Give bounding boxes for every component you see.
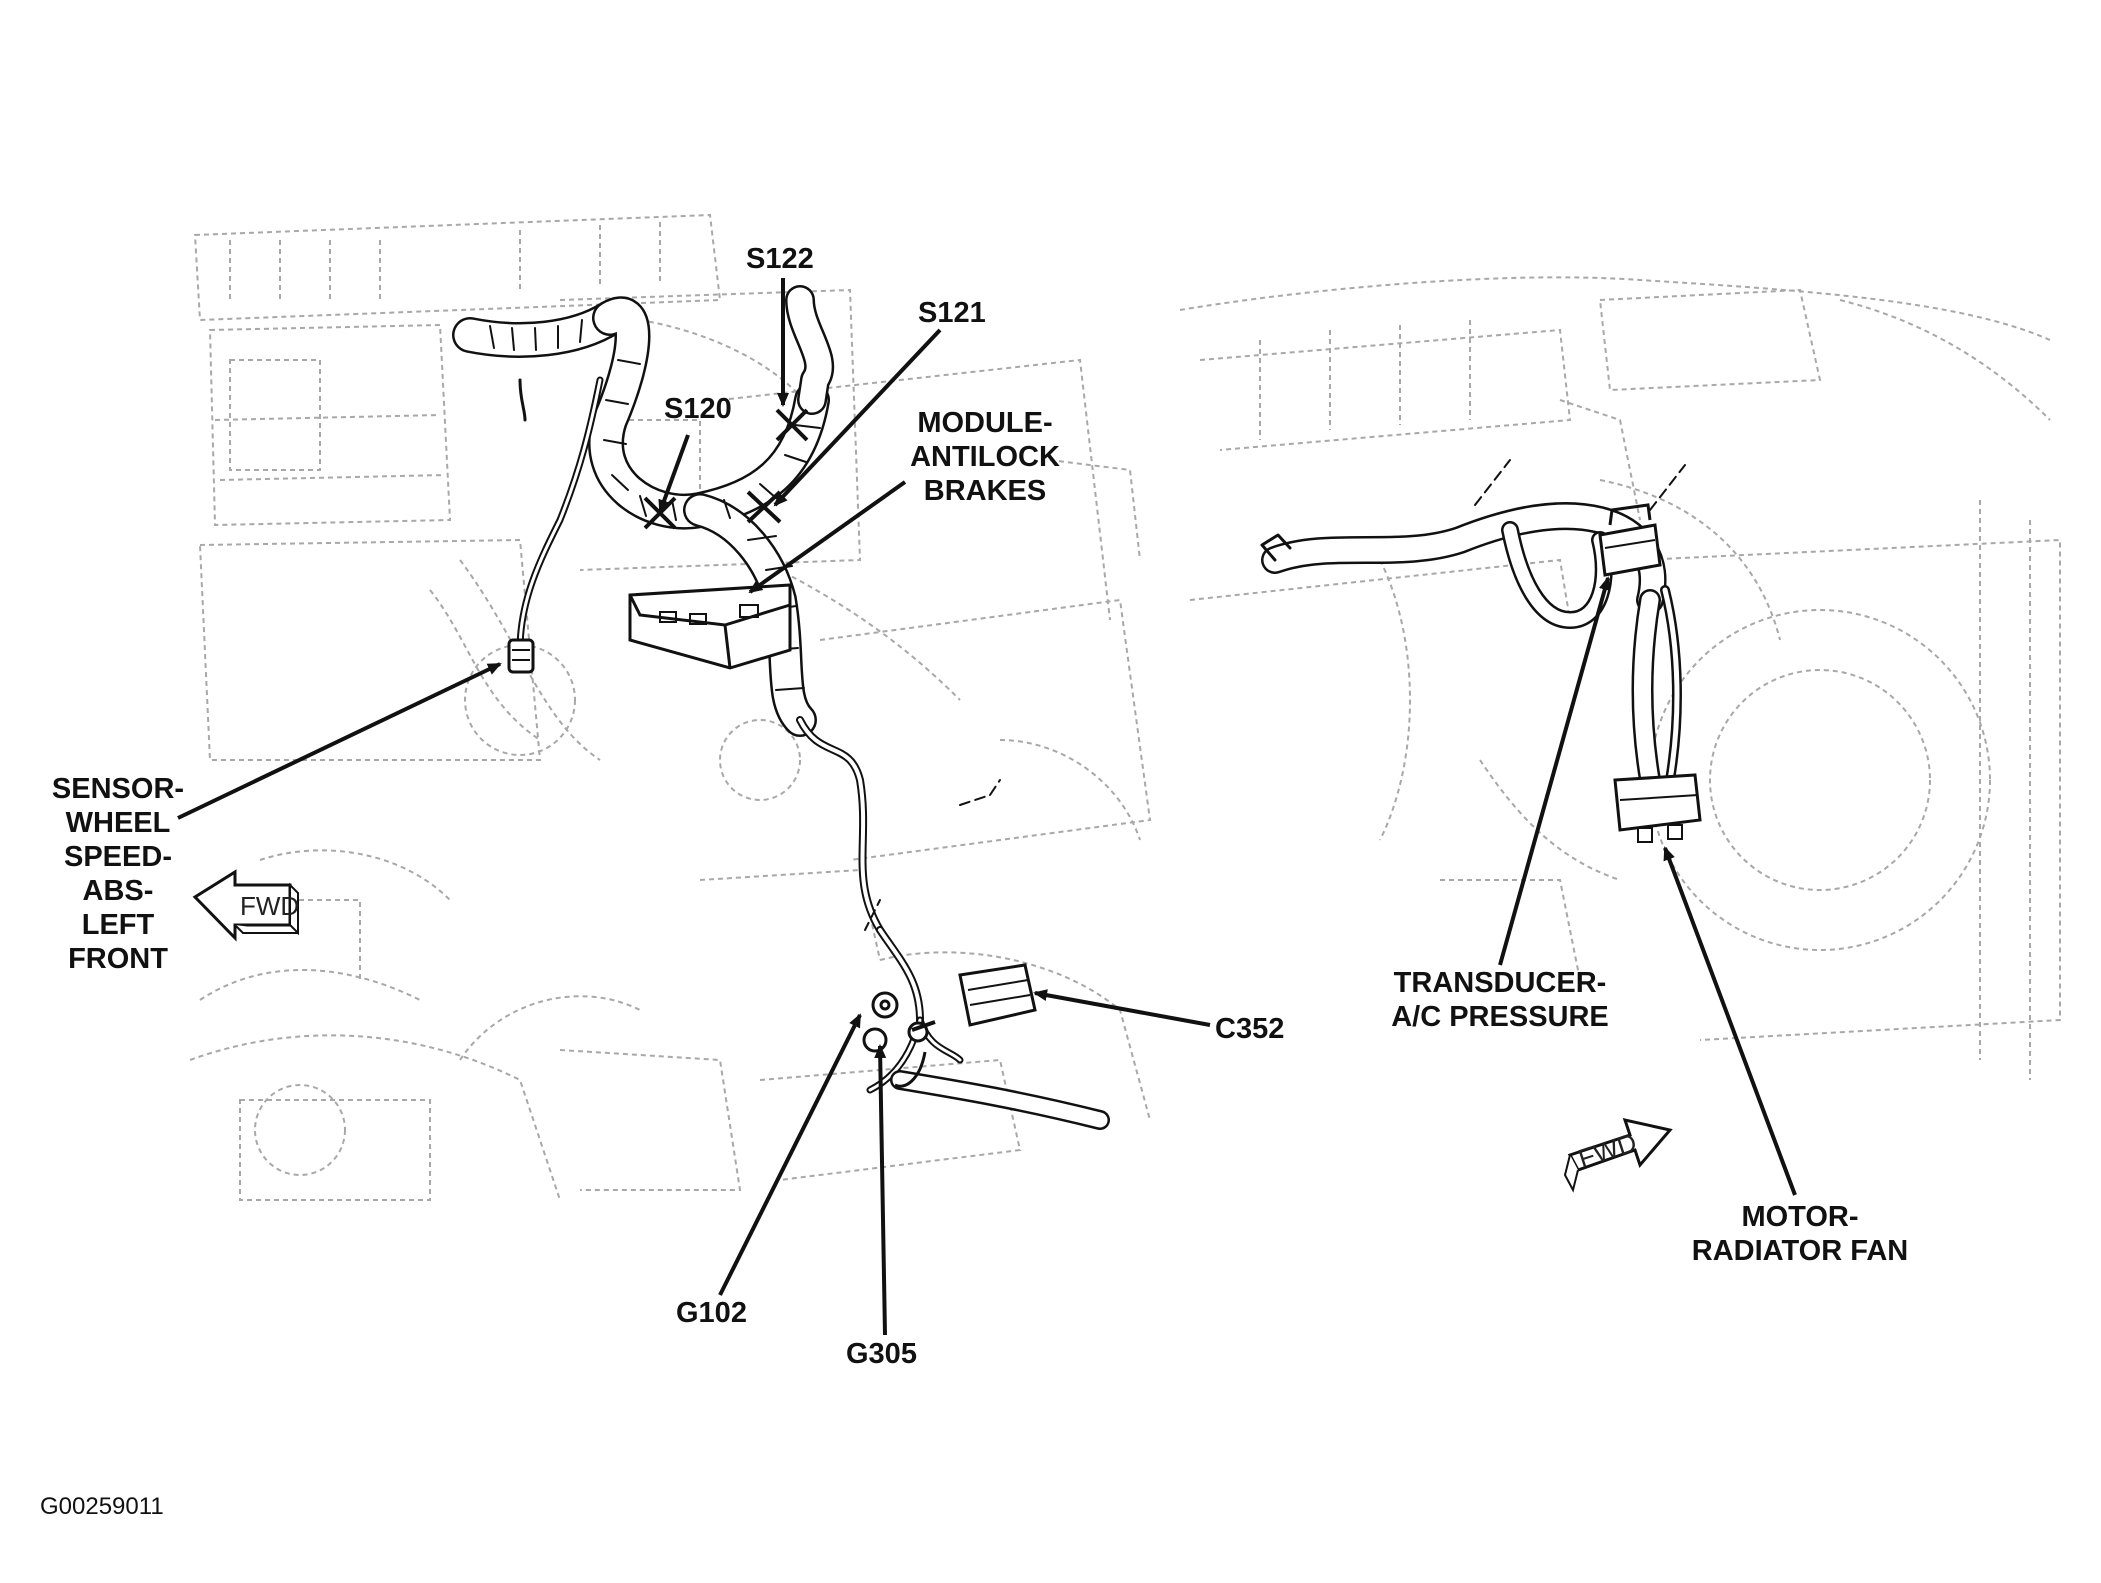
splice-s121-mark	[746, 490, 782, 524]
fwd-left-text: FWD	[240, 891, 299, 921]
leader-s121	[773, 328, 942, 507]
engine-background-left	[189, 213, 1152, 1201]
ac-pressure-transducer	[1598, 503, 1662, 577]
fwd-right-text: FWD	[1575, 1127, 1641, 1174]
leader-module-abs	[748, 480, 907, 594]
label-transducer-line-2: A/C PRESSURE	[1391, 1001, 1609, 1033]
leader-transducer	[1498, 576, 1611, 966]
leader-radiator-fan	[1663, 846, 1797, 1196]
label-module-abs-line-2: ANTILOCK	[910, 441, 1060, 473]
leader-g305	[874, 1044, 887, 1336]
fwd-arrow-right: FWD	[1563, 1117, 1673, 1193]
label-sensor-line-6: FRONT	[68, 943, 168, 975]
label-sensor-line-4: ABS-	[82, 875, 154, 907]
label-fan-line-2: RADIATOR FAN	[1691, 1235, 1909, 1267]
label-sensor-line-2: WHEEL	[65, 807, 171, 839]
label-ac-transducer: TRANSDUCER- A/C PRESSURE	[1380, 966, 1620, 1034]
abs-module	[628, 583, 792, 670]
label-fan-line-1: MOTOR-	[1741, 1201, 1859, 1233]
leader-g102	[718, 1013, 862, 1296]
leader-c352	[1033, 989, 1211, 1027]
leader-lines	[177, 278, 1797, 1336]
label-c352: C352	[1215, 1013, 1285, 1045]
label-s121: S121	[918, 297, 986, 329]
splice-marks	[643, 408, 809, 530]
label-s122: S122	[746, 243, 814, 275]
label-transducer-line-1: TRANSDUCER-	[1393, 967, 1607, 999]
c352-connector	[958, 963, 1037, 1027]
label-sensor-line-1: SENSOR-	[51, 773, 185, 805]
engine-background-right	[1179, 276, 2061, 1080]
splice-s122-mark	[775, 408, 809, 442]
wheel-speed-sensor-connector	[507, 638, 535, 674]
radiator-fan-connector	[1613, 773, 1702, 843]
label-g305: G305	[846, 1338, 917, 1370]
splice-s120-mark	[643, 496, 677, 530]
figure-id: G00259011	[40, 1493, 164, 1520]
left-harness	[452, 285, 1110, 1130]
label-sensor-line-3: SPEED-	[64, 841, 172, 873]
label-wheel-speed-sensor: SENSOR- WHEEL SPEED- ABS- LEFT FRONT	[38, 772, 198, 976]
fwd-arrow-left: FWD	[192, 869, 299, 942]
label-sensor-line-5: LEFT	[81, 909, 155, 941]
label-radiator-fan: MOTOR- RADIATOR FAN	[1680, 1200, 1920, 1268]
label-s120: S120	[664, 393, 732, 425]
leader-s120	[658, 434, 690, 514]
label-g102: G102	[676, 1297, 747, 1329]
label-module-abs: MODULE- ANTILOCK BRAKES	[900, 406, 1070, 508]
label-module-abs-line-3: BRAKES	[923, 475, 1047, 507]
leader-wheel-speed-sensor	[177, 662, 502, 820]
label-module-abs-line-1: MODULE-	[917, 407, 1053, 439]
